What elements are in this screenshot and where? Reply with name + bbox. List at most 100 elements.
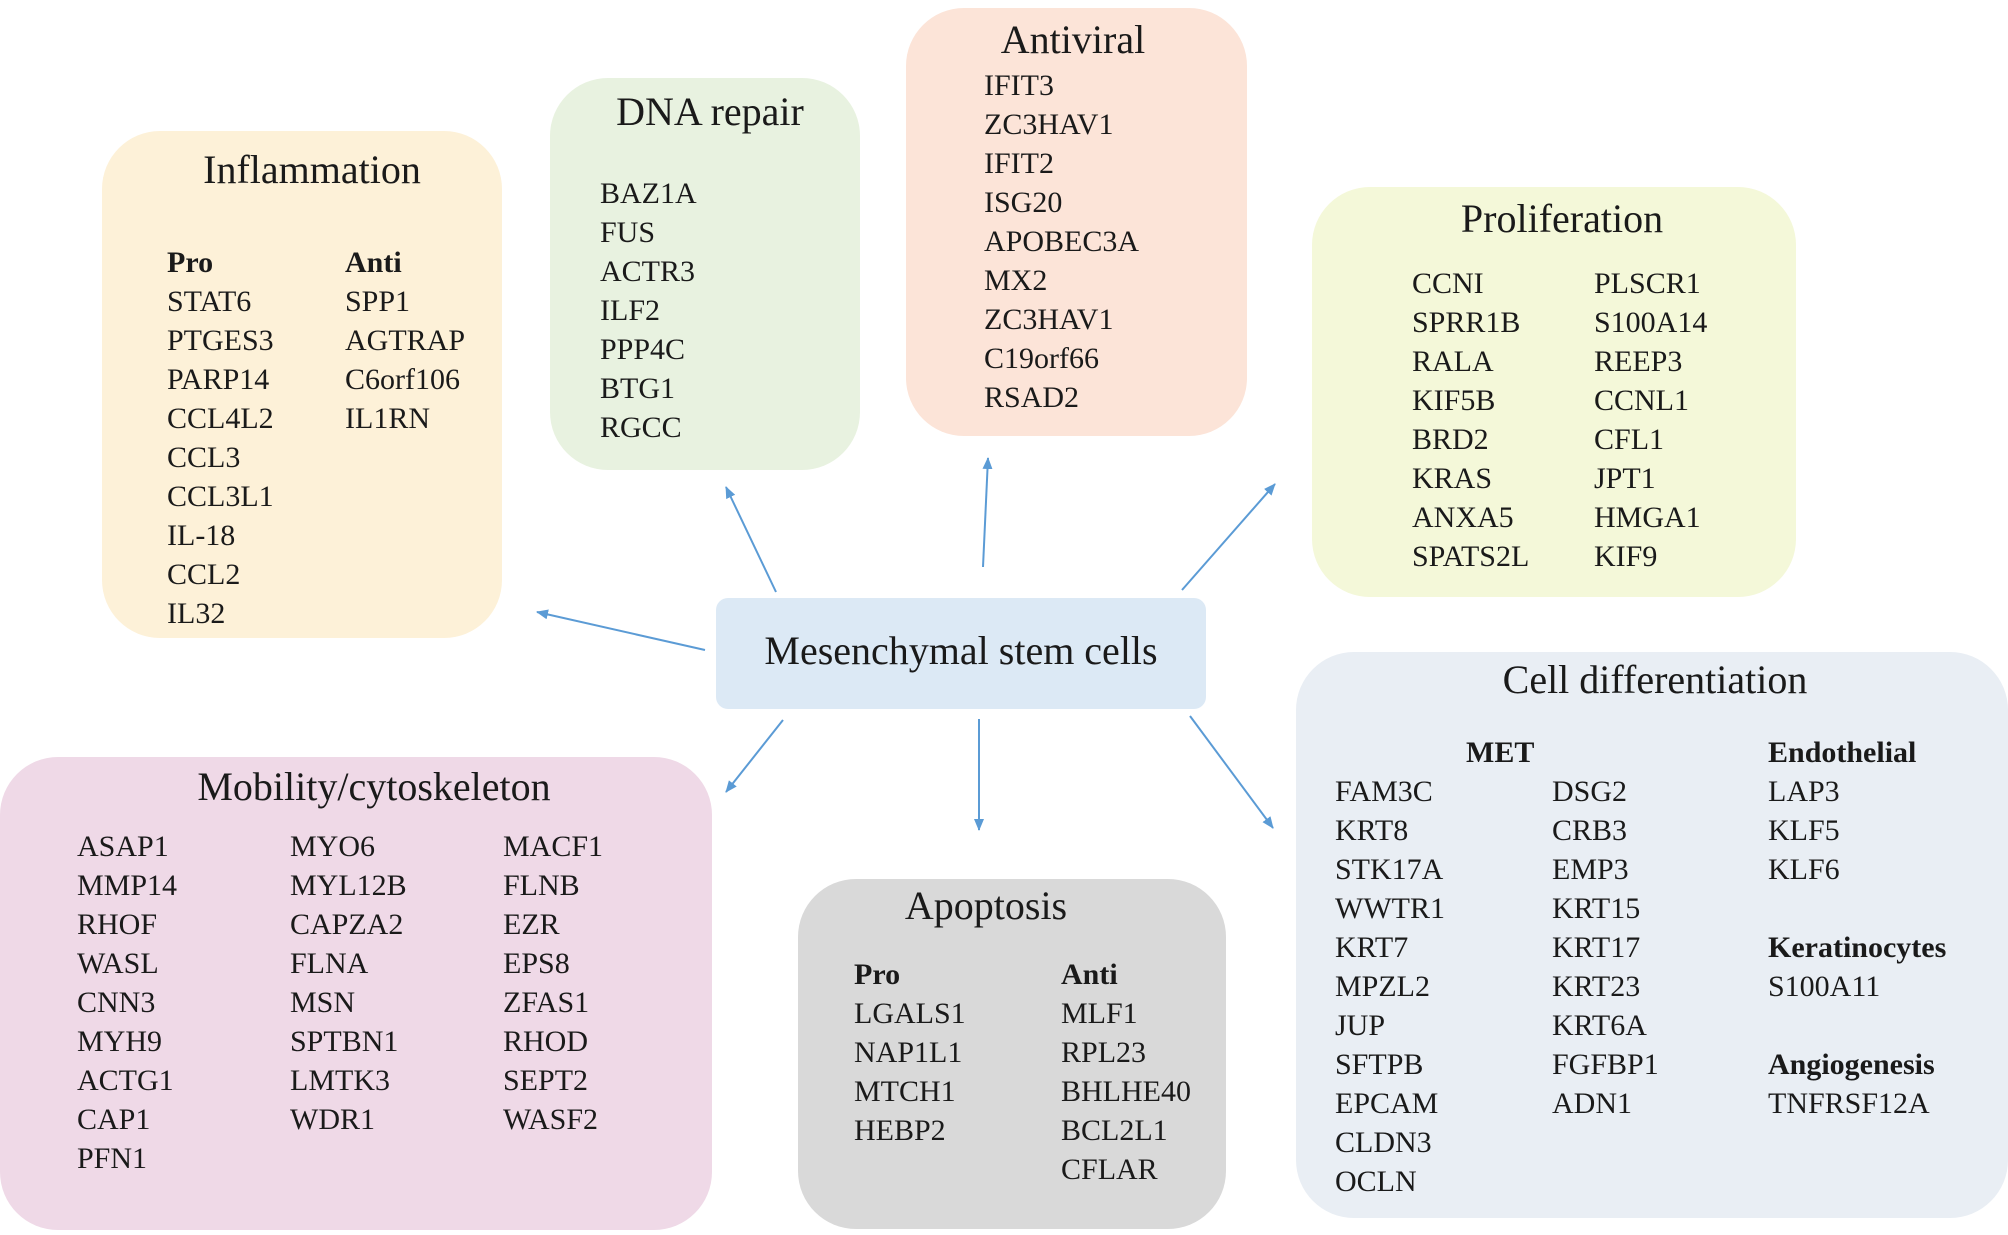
mobility-box [0,757,712,1230]
gene-label: FGFBP1 [1552,1048,1659,1081]
gene-label: CLDN3 [1335,1126,1432,1159]
gene-label: EPCAM [1335,1087,1439,1120]
gene-label: WDR1 [290,1103,375,1136]
gene-label: WWTR1 [1335,892,1445,925]
dna-repair-title: DNA repair [616,89,804,134]
gene-label: HMGA1 [1594,501,1701,534]
gene-label: PPP4C [600,333,686,366]
inflammation-box [102,131,502,638]
column-header: Pro [854,958,901,991]
gene-label: C6orf106 [345,363,460,396]
arrow-to-dna-repair [725,486,777,593]
column-header: Pro [167,246,214,279]
met-header-label: MET [1466,736,1535,769]
gene-label: SPRR1B [1412,306,1521,339]
gene-label: IL32 [167,597,226,630]
antiviral-title: Antiviral [1000,17,1146,62]
gene-label: SPTBN1 [290,1025,399,1058]
column-header: Anti [1061,958,1118,991]
gene-label: CAP1 [77,1103,151,1136]
gene-label: PFN1 [77,1142,148,1175]
mobility-title: Mobility/cytoskeleton [197,764,551,809]
gene-label: IL1RN [345,402,430,435]
gene-label: CCL3L1 [167,480,274,513]
gene-label: OCLN [1335,1165,1417,1198]
gene-label: BTG1 [600,372,675,405]
gene-label: ZC3HAV1 [984,303,1114,336]
gene-label: AGTRAP [345,324,466,357]
antiviral-box [906,8,1247,436]
gene-label: KLF5 [1768,814,1840,847]
gene-label: S100A14 [1594,306,1708,339]
gene-label: KRT8 [1335,814,1409,847]
dna-repair-box [550,78,860,470]
gene-label: KIF9 [1594,540,1658,573]
gene-label: JPT1 [1594,462,1656,495]
gene-label: BAZ1A [600,177,697,210]
keratinocytes-header: Keratinocytes [1768,931,1947,964]
gene-label: MLF1 [1061,997,1138,1030]
gene-label: KRT23 [1552,970,1641,1003]
gene-label: CAPZA2 [290,908,404,941]
gene-label: RALA [1412,345,1494,378]
gene-label: CCNI [1412,267,1484,300]
gene-label: SPP1 [345,285,411,318]
gene-label: STAT6 [167,285,252,318]
gene-label: STK17A [1335,853,1444,886]
met-header: MET [1466,733,1534,772]
gene-label: RPL23 [1061,1036,1147,1069]
arrow-to-inflammation [536,609,706,651]
gene-label: BHLHE40 [1061,1075,1191,1108]
gene-label: MYH9 [77,1025,163,1058]
gene-label: EZR [503,908,560,941]
gene-label: BRD2 [1412,423,1489,456]
gene-label: MMP14 [77,869,178,902]
gene-label: FUS [600,216,656,249]
gene-label: FLNA [290,947,369,980]
gene-label: EMP3 [1552,853,1629,886]
gene-label: WASL [77,947,159,980]
gene-label: CNN3 [77,986,156,1019]
gene-label: MYO6 [290,830,376,863]
gene-label: MX2 [984,264,1048,297]
arrow-to-mobility [725,719,784,793]
gene-label: MTCH1 [854,1075,956,1108]
gene-label: CRB3 [1552,814,1628,847]
gene-label: ILF2 [600,294,660,327]
gene-label: KRAS [1412,462,1493,495]
gene-label: SPATS2L [1412,540,1530,573]
endothelial-header: Endothelial [1768,736,1917,769]
gene-label: DSG2 [1552,775,1628,808]
gene-label: MSN [290,986,356,1019]
gene-label: ZC3HAV1 [984,108,1114,141]
gene-label: IL-18 [167,519,236,552]
gene-label: RHOD [503,1025,589,1058]
gene-label: CFL1 [1594,423,1665,456]
gene-label: KLF6 [1768,853,1840,886]
keratinocytes-list: S100A11 [1768,967,1946,1006]
gene-label: APOBEC3A [984,225,1140,258]
differentiation-title: Cell differentiation [1502,657,1808,702]
angiogenesis-list: TNFRSF12A [1768,1084,1946,1123]
center-node [716,598,1206,709]
gene-label: PARP14 [167,363,270,396]
gene-label: RSAD2 [984,381,1080,414]
gene-label: S100A11 [1768,970,1881,1003]
gene-label: PTGES3 [167,324,274,357]
gene-label: RHOF [77,908,158,941]
gene-label: ZFAS1 [503,986,590,1019]
gene-label: HEBP2 [854,1114,946,1147]
gene-label: KRT17 [1552,931,1641,964]
gene-label: IFIT2 [984,147,1054,180]
